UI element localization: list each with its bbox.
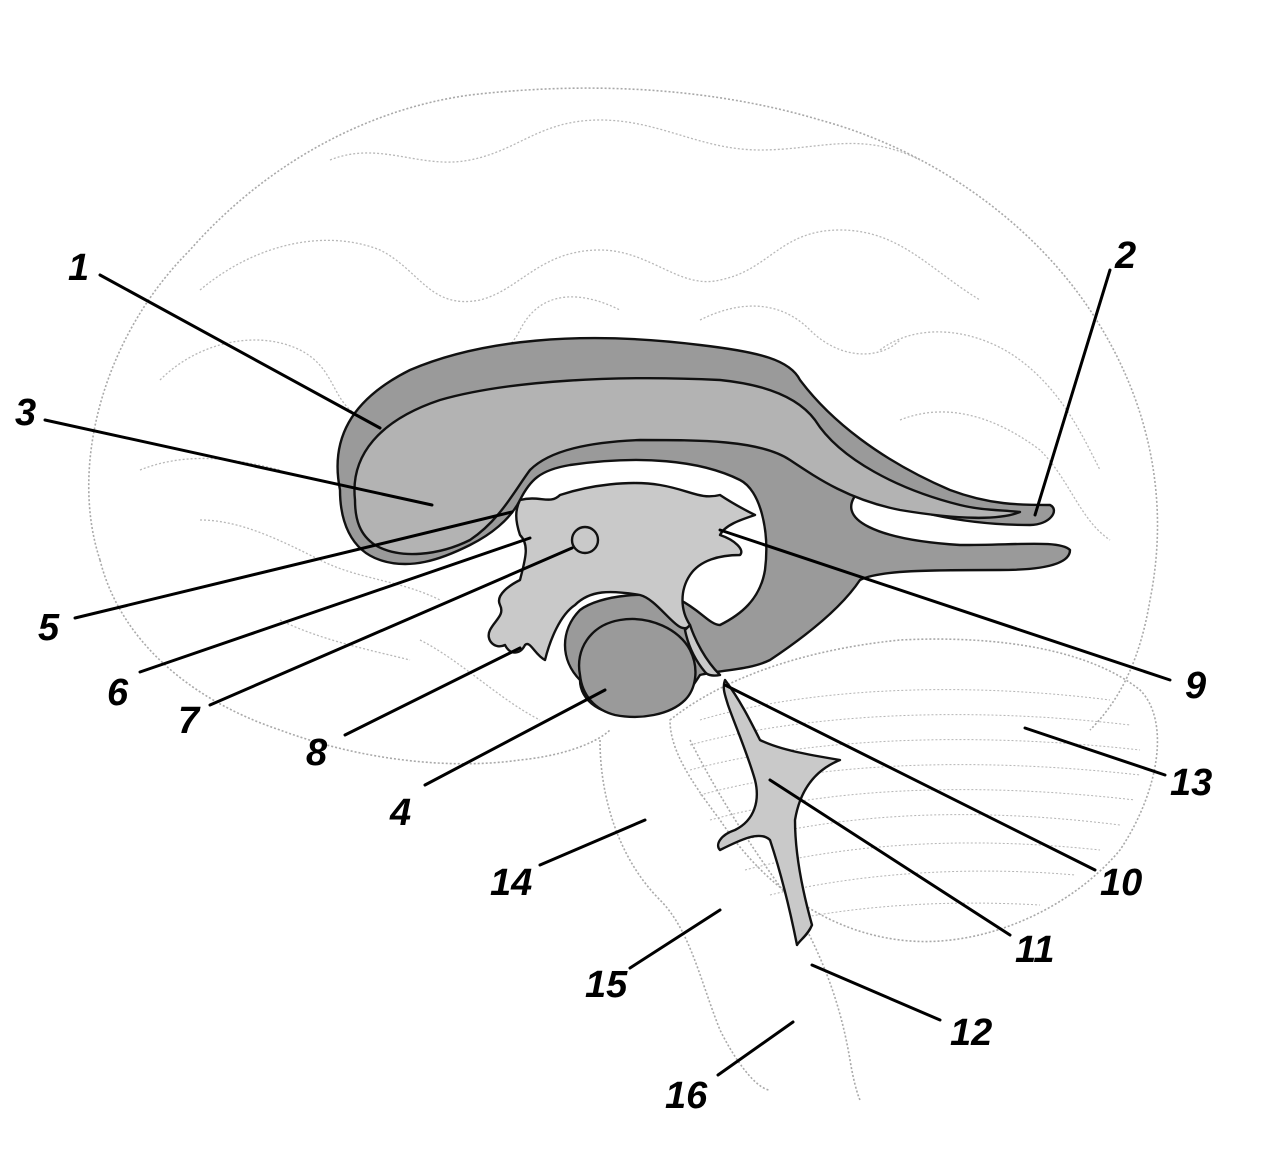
leader-14 bbox=[538, 818, 647, 867]
ventricular-system bbox=[336, 336, 1072, 947]
inferior-horn bbox=[577, 617, 697, 719]
cerebral-aqueduct bbox=[683, 623, 722, 677]
leader-7 bbox=[208, 546, 574, 707]
brainstem-outline bbox=[599, 739, 861, 1101]
leader-9 bbox=[718, 528, 1172, 682]
leader-1 bbox=[98, 273, 382, 430]
label-9: 9 bbox=[1185, 665, 1206, 707]
fourth-ventricle bbox=[716, 678, 842, 947]
leader-4 bbox=[423, 688, 607, 787]
temporal-lobe-outline bbox=[99, 559, 611, 765]
leader-lines bbox=[43, 268, 1172, 1077]
number-labels: 1 2 3 4 5 6 7 8 9 10 11 12 13 14 15 16 bbox=[15, 235, 1212, 1117]
leader-11 bbox=[768, 778, 1012, 937]
leader-15 bbox=[628, 908, 722, 970]
brain-background bbox=[87, 87, 1159, 1101]
cerebellum-outline bbox=[669, 638, 1159, 943]
label-8: 8 bbox=[306, 732, 328, 774]
label-12: 12 bbox=[950, 1012, 992, 1054]
label-6: 6 bbox=[107, 672, 129, 714]
leader-5 bbox=[73, 510, 514, 620]
label-7: 7 bbox=[178, 700, 201, 742]
third-ventricle bbox=[487, 481, 757, 662]
label-3: 3 bbox=[15, 392, 36, 434]
label-1: 1 bbox=[68, 247, 89, 289]
leader-13 bbox=[1023, 726, 1167, 777]
label-11: 11 bbox=[1015, 929, 1054, 971]
leader-8 bbox=[343, 646, 522, 737]
label-14: 14 bbox=[490, 862, 532, 904]
leader-10 bbox=[723, 683, 1097, 872]
label-16: 16 bbox=[665, 1075, 708, 1117]
label-5: 5 bbox=[38, 607, 60, 649]
leader-6 bbox=[138, 536, 532, 674]
leader-12 bbox=[810, 963, 942, 1022]
label-2: 2 bbox=[1114, 235, 1136, 277]
label-10: 10 bbox=[1100, 862, 1142, 904]
label-15: 15 bbox=[585, 964, 628, 1006]
leader-2 bbox=[1033, 268, 1112, 517]
cerebrum-outline bbox=[87, 87, 1159, 731]
label-4: 4 bbox=[389, 792, 411, 834]
leader-16 bbox=[716, 1020, 795, 1077]
gyri-lines bbox=[139, 119, 1111, 721]
interthalamic-adhesion bbox=[570, 525, 600, 555]
leader-3 bbox=[43, 418, 434, 507]
label-13: 13 bbox=[1170, 762, 1212, 804]
